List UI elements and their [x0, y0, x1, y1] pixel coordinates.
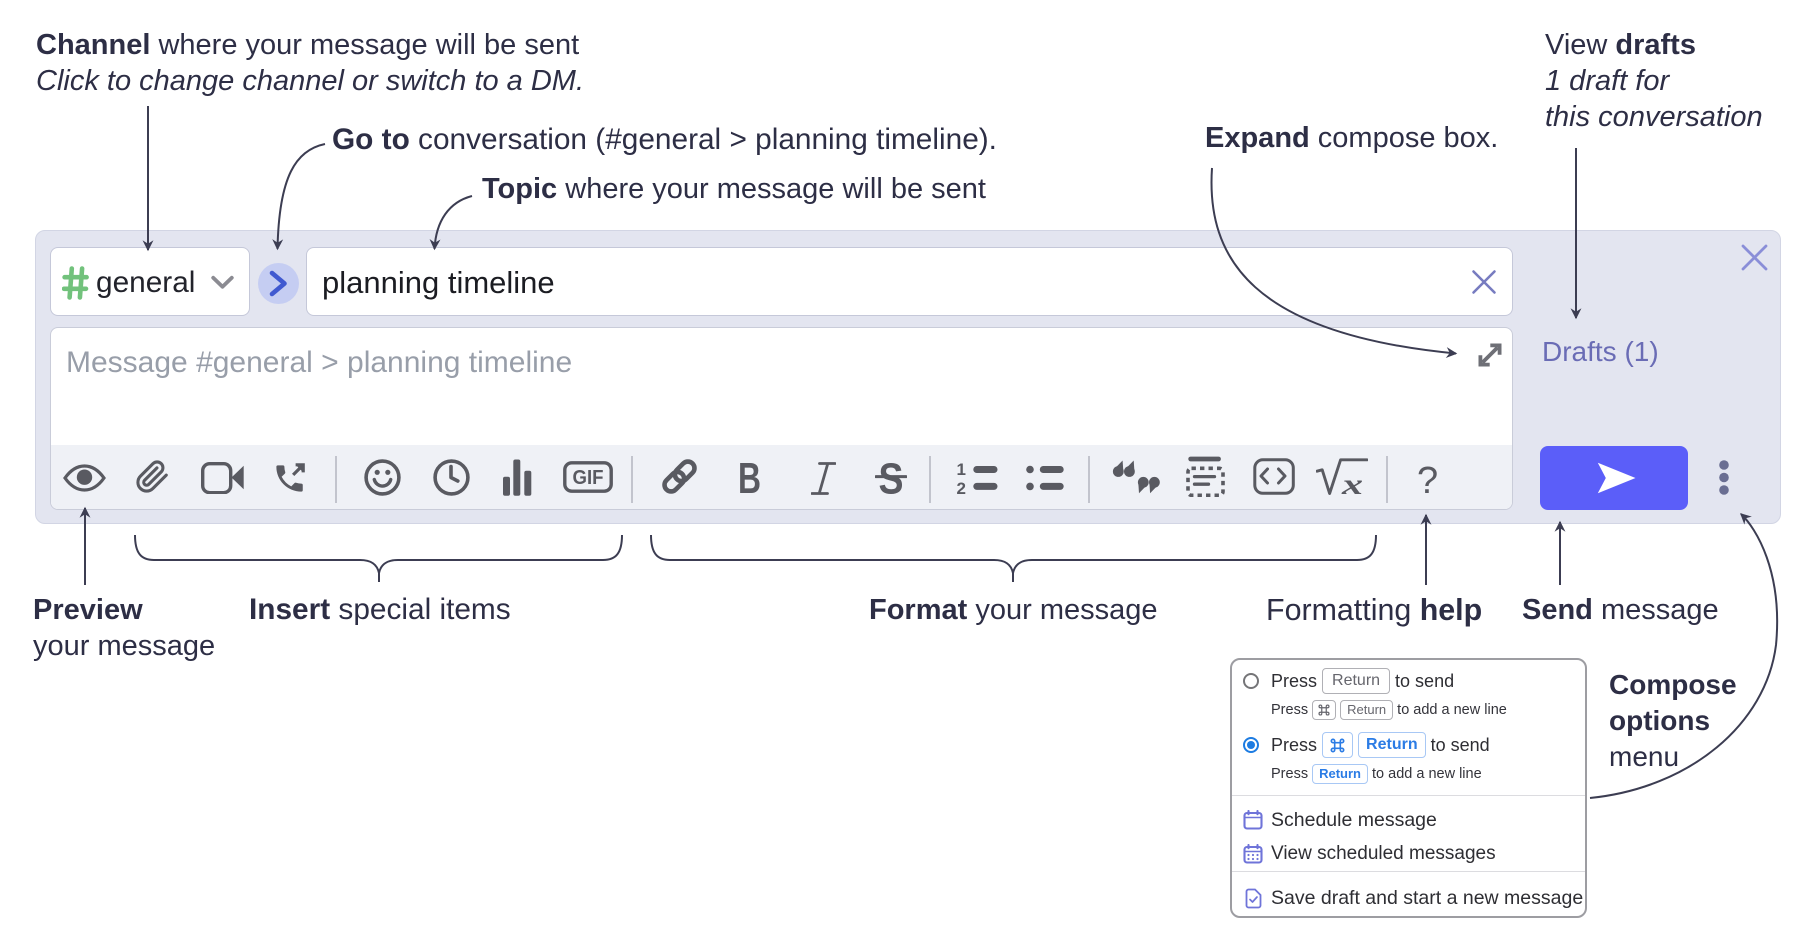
svg-text:x: x [1341, 468, 1363, 496]
svg-text:GIF: GIF [573, 467, 604, 489]
svg-text:B: B [738, 460, 761, 495]
svg-text:2: 2 [957, 479, 966, 496]
svg-text:1: 1 [957, 460, 966, 479]
